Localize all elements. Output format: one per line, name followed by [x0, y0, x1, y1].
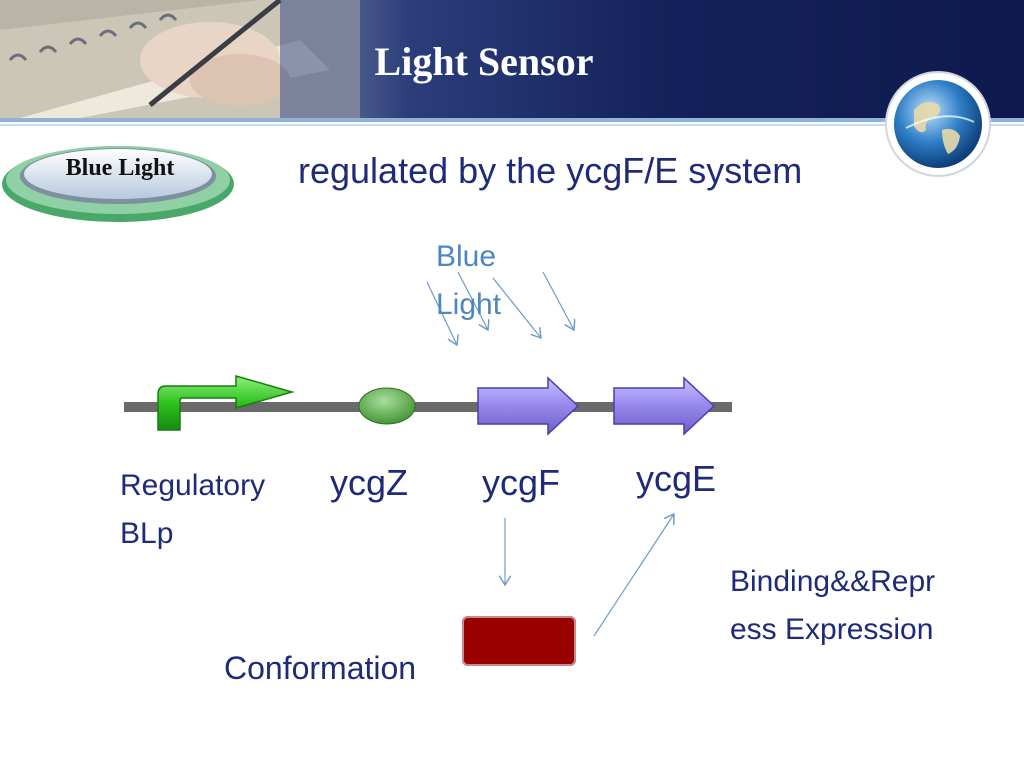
- gene-label-ycgZ: ycgZ: [330, 462, 409, 503]
- promoter-label: Regulatory BLp: [120, 462, 265, 558]
- topic-badge: [2, 146, 234, 222]
- blue-light-label: Blue Light: [436, 233, 501, 329]
- hand-writing-photo: [0, 0, 360, 118]
- promoter-label-line1: Regulatory: [120, 469, 266, 502]
- binding-label-line2: ess Expression: [730, 613, 934, 646]
- binding-repress-label: Binding&&Repr ess Expression: [730, 558, 935, 654]
- conformation-box: [462, 616, 576, 666]
- page-title: Light Sensor: [374, 39, 594, 84]
- conformation-label: Conformation: [224, 650, 417, 686]
- promoter-label-line2: BLp: [120, 517, 174, 550]
- light-ray-arrows: [426, 271, 574, 345]
- gene-arrow-icon: [477, 376, 580, 436]
- header-banner: Light Sensor: [0, 0, 1024, 118]
- slide-subtitle: regulated by the ycgF/E system: [298, 150, 803, 191]
- dna-strand: [124, 402, 732, 412]
- gene-oval-icon: [358, 387, 416, 425]
- gene-label-ycgE: ycgE: [636, 458, 717, 499]
- badge-label: Blue Light: [65, 155, 175, 181]
- blue-light-label-line2: Light: [436, 288, 502, 321]
- binding-label-line1: Binding&&Repr: [730, 565, 936, 598]
- header-divider-light: [0, 124, 1024, 126]
- header-divider: [0, 118, 1024, 122]
- gene-arrow-icon: [613, 376, 716, 436]
- blue-light-label-line1: Blue: [436, 240, 497, 273]
- promoter-arrow-icon: [157, 375, 295, 431]
- globe-icon: [885, 71, 991, 177]
- conformation-to-ycgE-arrow: [593, 514, 674, 637]
- gene-label-ycgF: ycgF: [482, 462, 561, 503]
